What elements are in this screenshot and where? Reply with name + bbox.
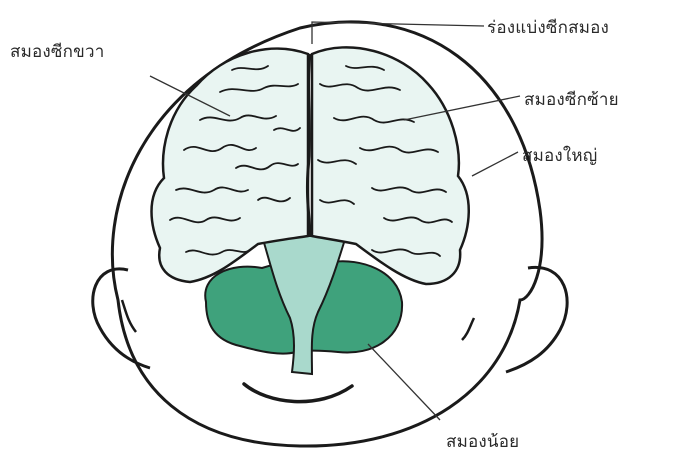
label-right-hemisphere: สมองซีกขวา bbox=[10, 38, 104, 65]
label-cerebellum: สมองน้อย bbox=[446, 428, 519, 455]
leader-fissure bbox=[312, 22, 484, 44]
leader-cerebellum bbox=[368, 344, 440, 420]
leader-cerebrum bbox=[472, 152, 518, 176]
label-left-hemisphere: สมองซีกซ้าย bbox=[524, 86, 619, 113]
right-ear-inner bbox=[462, 318, 474, 340]
mouth bbox=[244, 384, 352, 402]
label-longitudinal-fissure: ร่องแบ่งซีกสมอง bbox=[487, 14, 609, 41]
label-cerebrum: สมองใหญ่ bbox=[522, 142, 598, 169]
longitudinal-fissure bbox=[307, 54, 310, 236]
